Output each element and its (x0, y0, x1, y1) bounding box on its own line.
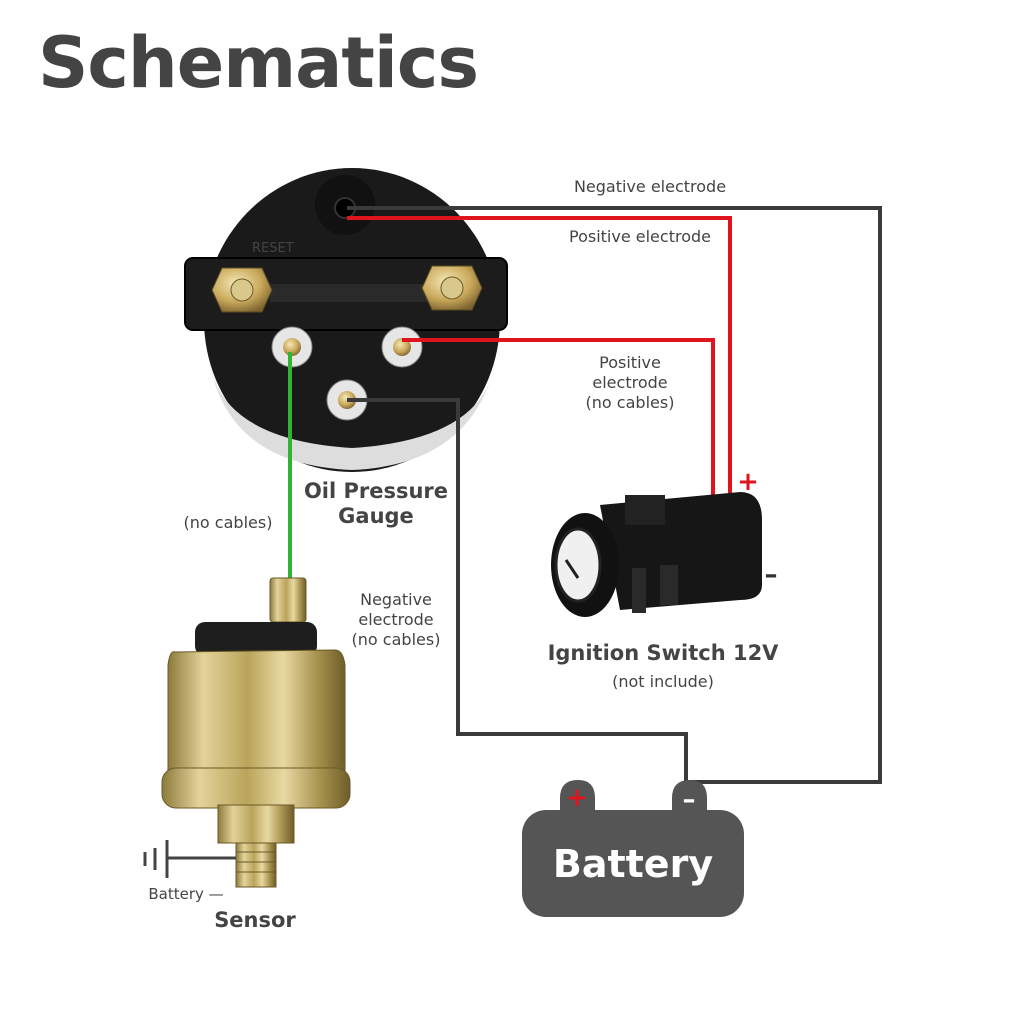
ignition-switch-label: Ignition Switch 12V (547, 641, 779, 665)
oil-pressure-gauge: RESET L (184, 168, 508, 472)
ignition-switch-note: (not include) (612, 672, 714, 691)
ground-symbol (143, 840, 236, 878)
gauge-name-line-2: Gauge (338, 504, 414, 528)
green-wire-no-cables-label: (no cables) (183, 513, 273, 532)
battery-minus-ground-label: Battery — (148, 885, 224, 903)
negative-no-cables-label: Negative electrode (no cables) (340, 590, 452, 650)
gauge-reset-text: RESET (252, 241, 294, 256)
negative-no-cables-line-3: (no cables) (351, 630, 441, 649)
ignition-minus-sign: – (765, 560, 778, 590)
oil-pressure-sensor (161, 577, 351, 888)
battery (522, 780, 744, 917)
positive-wire-top (347, 216, 732, 495)
bracket-nut-left (211, 267, 273, 313)
page-title: Schematics (38, 22, 479, 104)
positive-no-cables-label: Positive electrode (no cables) (570, 353, 690, 413)
negative-no-cables-line-1: Negative (360, 590, 432, 609)
battery-minus-sign: – (683, 785, 696, 815)
positive-no-cables-line-1: Positive (599, 353, 661, 372)
negative-no-cables-line-2: electrode (358, 610, 434, 629)
ignition-plus-sign: + (737, 467, 759, 497)
positive-wire-terminal (402, 338, 715, 495)
negative-wire-terminal (347, 398, 688, 790)
battery-plus-sign: + (566, 783, 588, 813)
gauge-name-label: Oil Pressure Gauge (298, 479, 454, 529)
battery-label: Battery (552, 842, 714, 886)
ignition-switch (551, 492, 762, 617)
positive-electrode-label: Positive electrode (569, 227, 711, 246)
bracket-nut-right (421, 265, 483, 311)
positive-no-cables-line-3: (no cables) (585, 393, 675, 412)
sensor-label: Sensor (214, 908, 296, 932)
negative-electrode-label: Negative electrode (573, 177, 727, 196)
positive-no-cables-line-2: electrode (592, 373, 668, 392)
gauge-name-line-1: Oil Pressure (303, 479, 449, 503)
